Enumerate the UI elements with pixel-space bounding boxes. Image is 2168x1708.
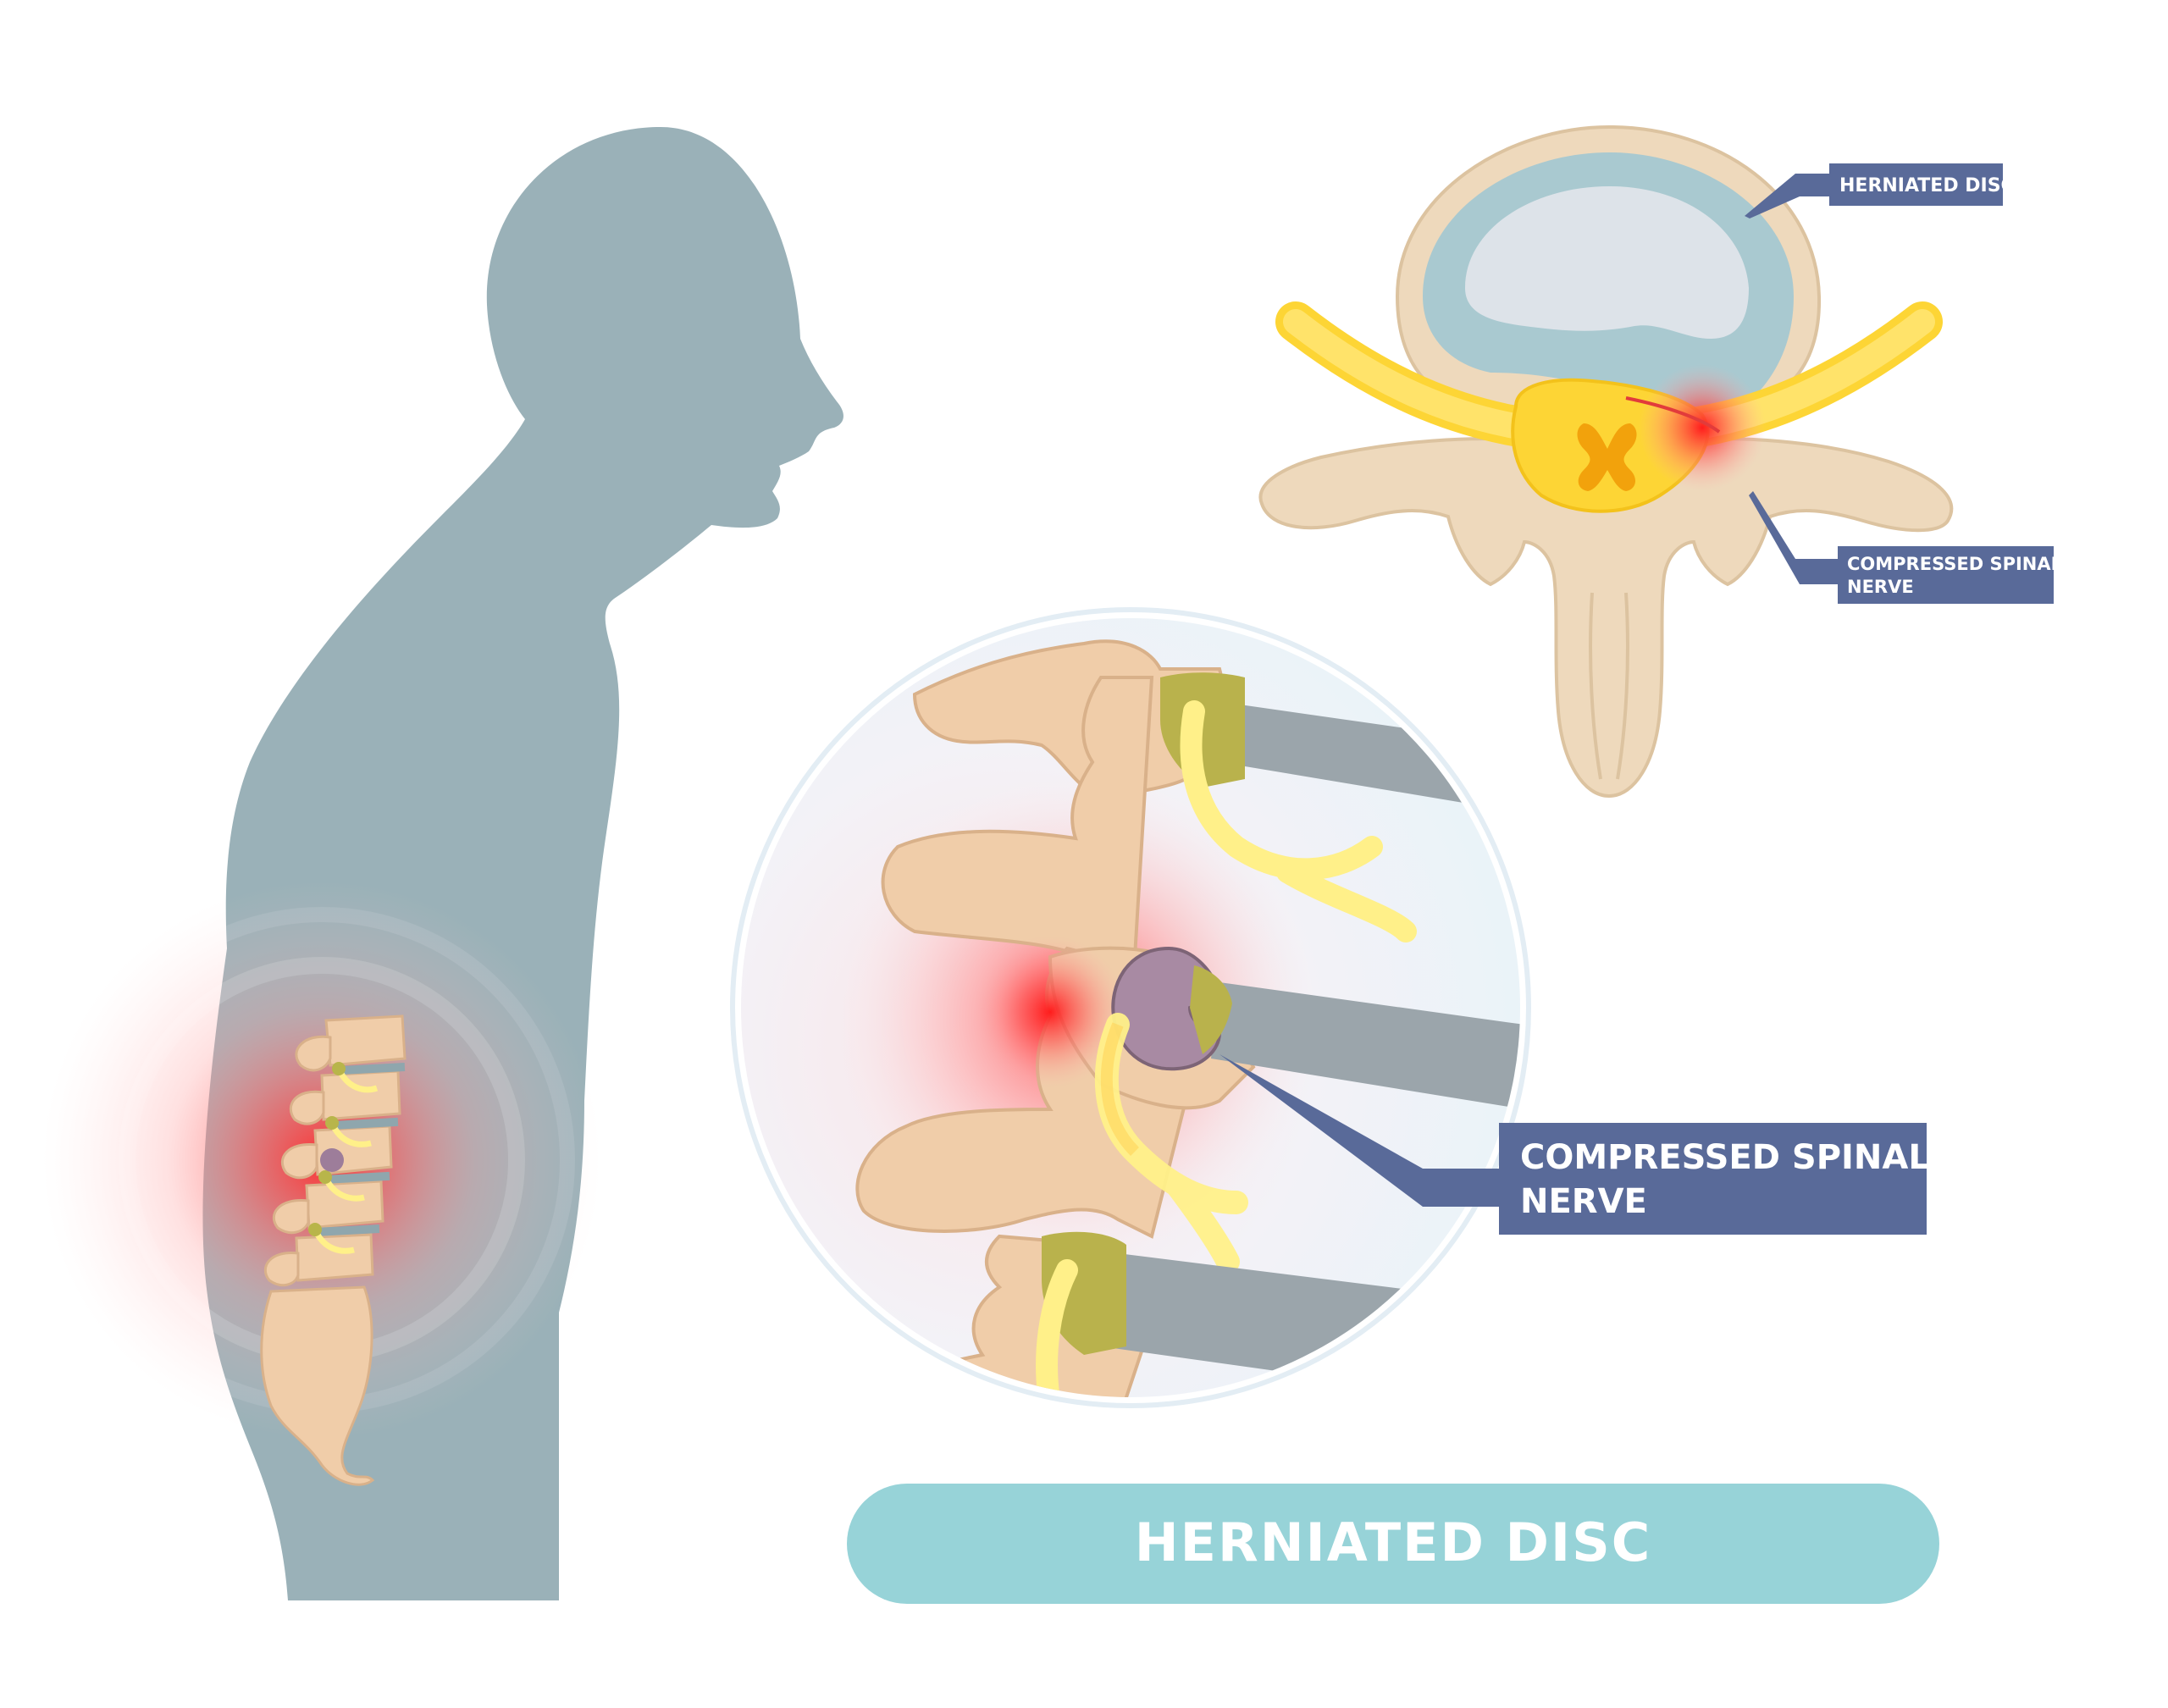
top-nerve-label-line1: COMPRESSED SPINAL — [1847, 554, 2062, 574]
zoom-nerve-callout: COMPRESSED SPINAL NERVE — [1220, 1054, 1930, 1235]
top-disc-callout: HERNIATED DISC — [1745, 163, 2015, 218]
spine-zoom-icon — [730, 607, 1531, 1408]
top-disc-label-box — [1829, 163, 2003, 206]
lumbar-spine-icon — [260, 1014, 406, 1486]
top-disc-label: HERNIATED DISC — [1839, 175, 2015, 196]
top-nerve-label-box — [1838, 546, 2054, 604]
top-nerve-callout: COMPRESSED SPINAL NERVE — [1749, 491, 2062, 604]
zoom-nerve-label-line2: NERVE — [1520, 1182, 1647, 1221]
page-title: HERNIATED DISC — [1135, 1512, 1652, 1573]
title-pill: HERNIATED DISC — [847, 1484, 1939, 1604]
zoom-nerve-label-box — [1499, 1123, 1927, 1235]
top-nerve-label-line2: NERVE — [1847, 577, 1914, 597]
zoom-nerve-label-line1: COMPRESSED SPINAL — [1520, 1138, 1930, 1177]
vertebra-cross-section-icon — [1258, 124, 1954, 799]
